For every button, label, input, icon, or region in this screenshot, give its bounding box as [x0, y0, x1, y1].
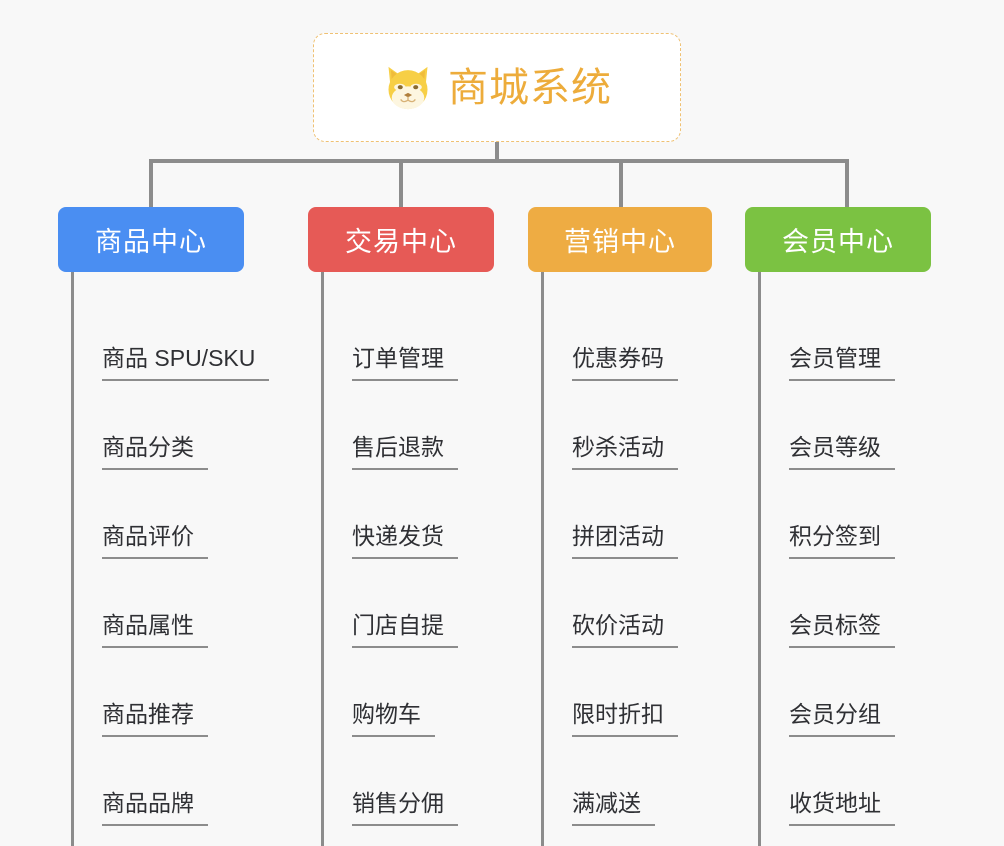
column-product-center: 商品中心 商品 SPU/SKU 商品分类 商品评价 商品属性 商品推荐 商品品牌 — [58, 207, 270, 846]
list-item[interactable]: 会员分组 — [745, 648, 931, 737]
leaf-label: 满减送 — [572, 788, 655, 826]
leaf-label: 商品属性 — [102, 610, 208, 648]
list-item[interactable]: 拼团活动 — [528, 470, 712, 559]
leaf-label: 优惠券码 — [572, 343, 678, 381]
leaf-label: 购物车 — [352, 699, 435, 737]
list-item[interactable]: 收货地址 — [745, 737, 931, 826]
category-box-member-center[interactable]: 会员中心 — [745, 207, 931, 272]
column-trade-center: 交易中心 订单管理 售后退款 快递发货 门店自提 购物车 销售分佣 — [308, 207, 494, 846]
category-label-marketing-center: 营销中心 — [564, 227, 676, 257]
leaf-list-marketing-center: 优惠券码 秒杀活动 拼团活动 砍价活动 限时折扣 满减送 — [528, 272, 712, 846]
spine-member-center — [758, 272, 761, 846]
leaf-label: 会员等级 — [789, 432, 895, 470]
category-box-trade-center[interactable]: 交易中心 — [308, 207, 494, 272]
list-item[interactable]: 会员等级 — [745, 381, 931, 470]
leaf-label: 门店自提 — [352, 610, 458, 648]
list-item[interactable]: 商品评价 — [58, 470, 244, 559]
list-item[interactable]: 购物车 — [308, 648, 494, 737]
leaf-label: 积分签到 — [789, 521, 895, 559]
list-item[interactable]: 门店自提 — [308, 559, 494, 648]
list-item[interactable]: 销售分佣 — [308, 737, 494, 826]
list-item[interactable]: 会员标签 — [745, 559, 931, 648]
list-item[interactable]: 限时折扣 — [528, 648, 712, 737]
connector-horizontal-bar — [149, 159, 849, 163]
category-label-member-center: 会员中心 — [782, 227, 894, 257]
root-node[interactable]: 商城系统 — [313, 33, 681, 142]
list-item[interactable]: 会员管理 — [745, 292, 931, 381]
connector-root-stem — [495, 142, 499, 162]
leaf-label: 会员标签 — [789, 610, 895, 648]
list-item[interactable]: 商品品牌 — [58, 737, 244, 826]
leaf-label: 商品分类 — [102, 432, 208, 470]
list-item[interactable]: 商品分类 — [58, 381, 244, 470]
leaf-label: 砍价活动 — [572, 610, 678, 648]
category-label-product-center: 商品中心 — [95, 227, 207, 257]
connector-drop-1 — [149, 159, 153, 209]
leaf-label: 商品评价 — [102, 521, 208, 559]
leaf-label: 秒杀活动 — [572, 432, 678, 470]
spine-trade-center — [321, 272, 324, 846]
list-item[interactable]: 商品推荐 — [58, 648, 244, 737]
leaf-label: 商品品牌 — [102, 788, 208, 826]
root-title: 商城系统 — [448, 65, 612, 110]
list-item[interactable]: 商品属性 — [58, 559, 244, 648]
list-item[interactable]: 商品 SPU/SKU — [58, 292, 270, 381]
list-item[interactable]: 优惠券码 — [528, 292, 712, 381]
list-item[interactable]: 秒杀活动 — [528, 381, 712, 470]
category-label-trade-center: 交易中心 — [345, 227, 457, 257]
connector-drop-3 — [619, 159, 623, 209]
leaf-label: 限时折扣 — [572, 699, 678, 737]
leaf-label: 收货地址 — [789, 788, 895, 826]
spine-marketing-center — [541, 272, 544, 846]
connector-drop-2 — [399, 159, 403, 209]
category-box-marketing-center[interactable]: 营销中心 — [528, 207, 712, 272]
leaf-label: 订单管理 — [352, 343, 458, 381]
list-item[interactable]: 订单管理 — [308, 292, 494, 381]
shiba-dog-icon — [388, 66, 428, 109]
leaf-label: 售后退款 — [352, 432, 458, 470]
category-box-product-center[interactable]: 商品中心 — [58, 207, 244, 272]
list-item[interactable]: 砍价活动 — [528, 559, 712, 648]
list-item[interactable]: 积分签到 — [745, 470, 931, 559]
column-member-center: 会员中心 会员管理 会员等级 积分签到 会员标签 会员分组 收货地址 — [745, 207, 931, 846]
list-item[interactable]: 满减送 — [528, 737, 712, 826]
leaf-list-product-center: 商品 SPU/SKU 商品分类 商品评价 商品属性 商品推荐 商品品牌 — [58, 272, 270, 846]
leaf-label: 商品推荐 — [102, 699, 208, 737]
leaf-label: 商品 SPU/SKU — [102, 343, 270, 381]
list-item[interactable]: 售后退款 — [308, 381, 494, 470]
leaf-label: 销售分佣 — [352, 788, 458, 826]
leaf-list-member-center: 会员管理 会员等级 积分签到 会员标签 会员分组 收货地址 — [745, 272, 931, 846]
list-item[interactable]: 快递发货 — [308, 470, 494, 559]
column-marketing-center: 营销中心 优惠券码 秒杀活动 拼团活动 砍价活动 限时折扣 满减送 — [528, 207, 712, 846]
leaf-label: 拼团活动 — [572, 521, 678, 559]
spine-product-center — [71, 272, 74, 846]
leaf-label: 快递发货 — [352, 521, 458, 559]
leaf-label: 会员管理 — [789, 343, 895, 381]
leaf-label: 会员分组 — [789, 699, 895, 737]
connector-drop-4 — [845, 159, 849, 209]
leaf-list-trade-center: 订单管理 售后退款 快递发货 门店自提 购物车 销售分佣 — [308, 272, 494, 846]
